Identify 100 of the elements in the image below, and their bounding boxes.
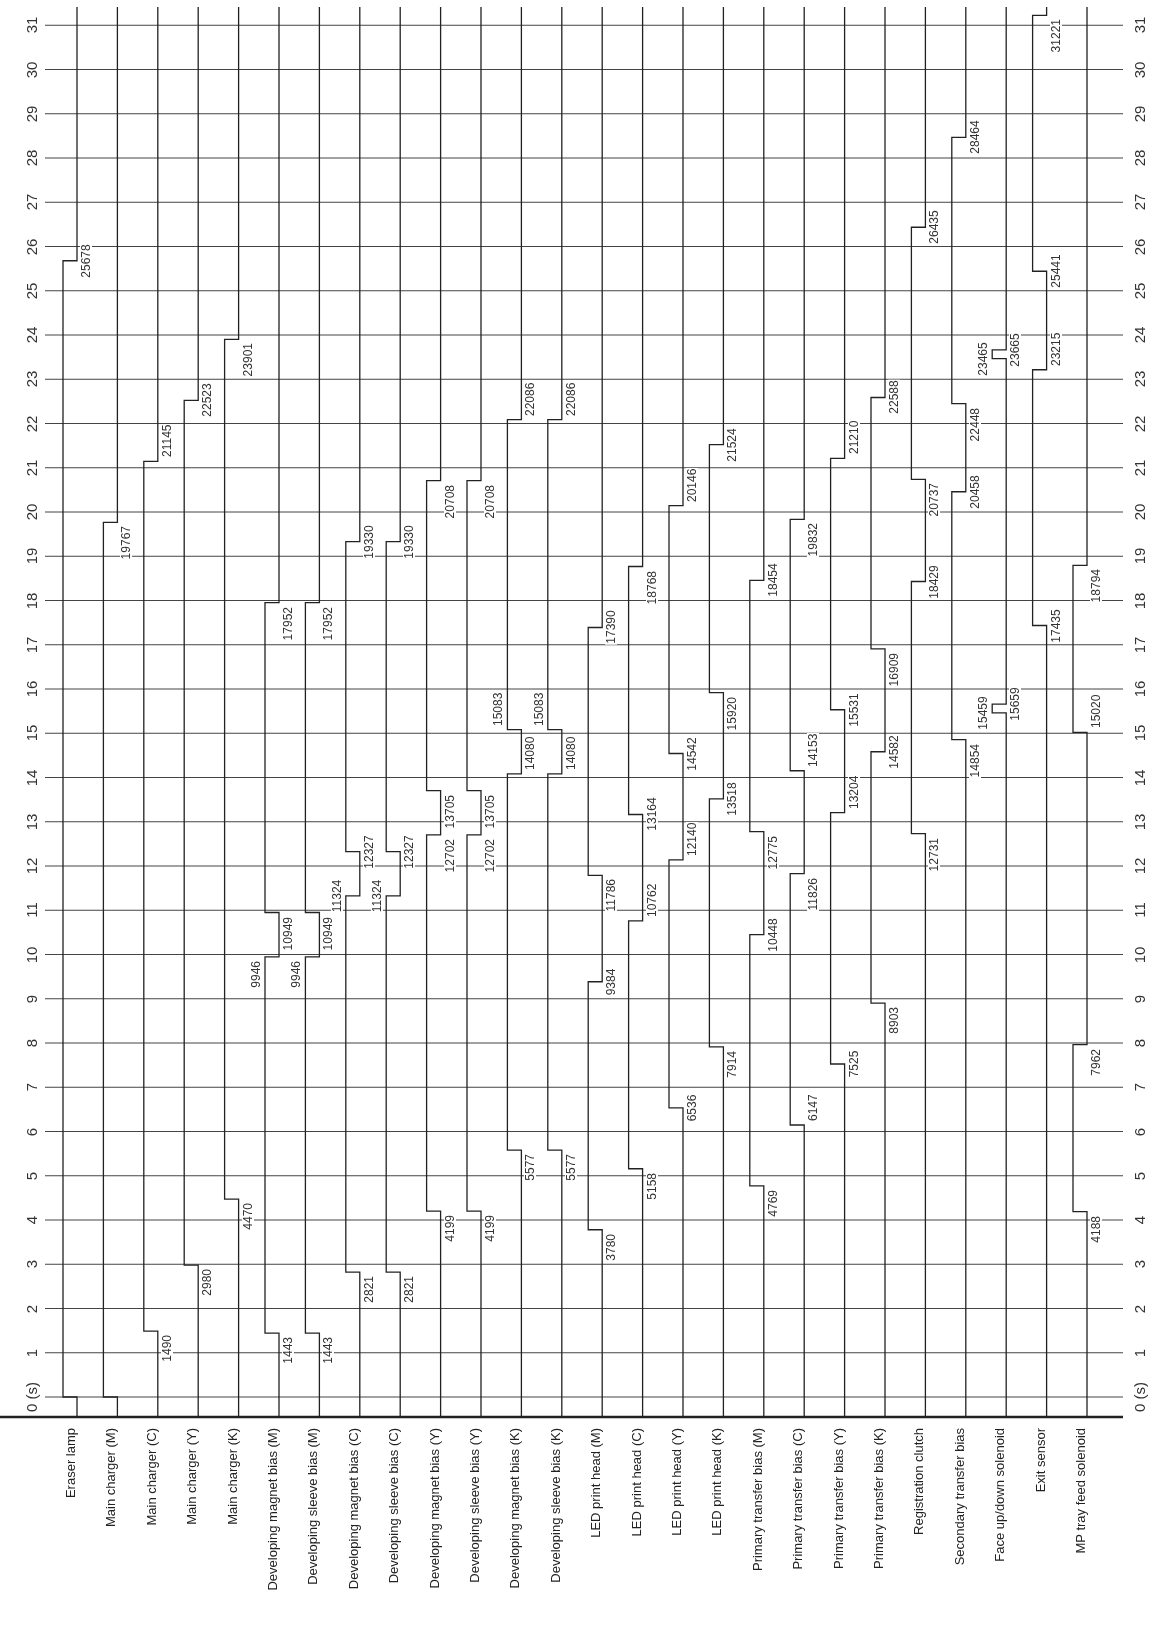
tick-label: 16 <box>23 680 39 698</box>
time-value: 9384 <box>605 967 618 997</box>
time-value: 1443 <box>282 1336 294 1365</box>
tick-label: 0 (s) <box>23 1382 39 1412</box>
signal-name: Eraser lamp <box>63 1428 77 1499</box>
time-value: 12702 <box>443 837 456 874</box>
tick-label: 26 <box>1131 238 1147 255</box>
tick-label: 10 <box>1131 946 1147 963</box>
signal-name: Main charger (K) <box>225 1428 239 1525</box>
time-value: 7914 <box>726 1049 739 1079</box>
tick-label: 19 <box>1131 547 1147 565</box>
time-value: 12140 <box>686 821 698 857</box>
time-value: 21145 <box>160 423 173 459</box>
time-value: 23665 <box>1009 332 1022 368</box>
time-value: 2980 <box>201 1268 214 1297</box>
time-value: 15659 <box>1009 686 1022 722</box>
time-value: 5577 <box>564 1153 577 1182</box>
signal-name: MP tray feed solenoid <box>1073 1428 1087 1554</box>
tick-label: 5 <box>23 1171 39 1180</box>
signal-name: Developing sleeve bias (K) <box>548 1428 562 1583</box>
tick-label: 23 <box>1131 370 1147 388</box>
tick-label: 17 <box>1131 636 1147 654</box>
time-value: 11324 <box>330 878 343 914</box>
tick-label: 12 <box>1131 857 1147 875</box>
time-value: 19330 <box>362 523 375 560</box>
tick-label: 20 <box>1131 503 1147 521</box>
time-value: 18429 <box>928 563 941 600</box>
time-value: 26435 <box>928 209 941 245</box>
signal-name: Registration clutch <box>911 1428 925 1535</box>
tick-label: 2 <box>1131 1304 1147 1313</box>
time-value: 15920 <box>726 695 739 731</box>
time-value: 22086 <box>564 381 577 417</box>
tick-label: 27 <box>1131 193 1147 211</box>
time-value: 2821 <box>362 1275 375 1304</box>
time-value: 15020 <box>1090 694 1102 730</box>
time-value: 12775 <box>766 834 779 871</box>
time-value: 23901 <box>241 342 254 378</box>
signal-name: Secondary transfer bias <box>952 1428 966 1566</box>
time-value: 25441 <box>1049 253 1062 289</box>
tick-label: 21 <box>1131 459 1147 477</box>
time-value: 14080 <box>524 735 537 771</box>
time-value: 1443 <box>322 1336 335 1365</box>
time-value: 12731 <box>928 836 941 872</box>
tick-label: 3 <box>1131 1260 1147 1269</box>
tick-label: 11 <box>1131 902 1147 919</box>
time-value: 18454 <box>766 562 779 599</box>
tick-label: 8 <box>23 1038 39 1048</box>
signal-name: LED print head (Y) <box>669 1428 683 1536</box>
tick-label: 8 <box>1131 1038 1147 1048</box>
signal-name: Developing magnet bias (K) <box>507 1428 521 1589</box>
time-value: 20146 <box>686 467 698 503</box>
time-value: 1490 <box>160 1334 173 1363</box>
tick-label: 27 <box>23 193 39 211</box>
tick-label: 21 <box>23 459 39 477</box>
tick-label: 29 <box>1131 105 1147 123</box>
time-value: 9946 <box>250 959 262 989</box>
time-value: 4199 <box>484 1214 496 1243</box>
tick-label: 2 <box>23 1304 39 1313</box>
time-value: 7525 <box>847 1049 860 1079</box>
time-value: 25678 <box>80 243 92 279</box>
signal-name: Developing sleeve bias (C) <box>386 1428 400 1584</box>
time-value: 23215 <box>1049 331 1062 367</box>
time-value: 18794 <box>1090 568 1102 604</box>
time-value: 17435 <box>1049 607 1062 644</box>
tick-label: 28 <box>23 149 39 167</box>
time-value: 15531 <box>847 692 860 728</box>
signal-name: Main charger (M) <box>103 1428 117 1527</box>
tick-label: 4 <box>1131 1215 1147 1225</box>
signal-name: Developing sleeve bias (Y) <box>467 1428 481 1583</box>
time-value: 20708 <box>443 483 456 520</box>
tick-label: 7 <box>23 1083 39 1092</box>
time-value: 5577 <box>524 1153 537 1182</box>
tick-label: 30 <box>23 61 39 78</box>
time-value: 16909 <box>888 651 900 688</box>
time-value: 7962 <box>1090 1047 1102 1077</box>
time-value: 17390 <box>605 609 618 646</box>
time-value: 13705 <box>484 793 496 829</box>
tick-label: 11 <box>23 902 39 919</box>
signal-name: Face up/down solenoid <box>992 1428 1006 1562</box>
tick-label: 10 <box>23 946 39 963</box>
time-value: 11786 <box>605 878 618 913</box>
time-value: 13518 <box>726 781 739 817</box>
time-value: 4188 <box>1090 1214 1102 1244</box>
time-value: 21210 <box>847 420 860 456</box>
time-value: 20737 <box>928 482 941 518</box>
tick-label: 3 <box>23 1260 39 1269</box>
time-value: 11826 <box>807 876 820 912</box>
time-value: 13164 <box>645 796 658 833</box>
time-value: 17952 <box>322 605 335 641</box>
tick-label: 13 <box>23 813 39 831</box>
signal-name: Primary transfer bias (M) <box>750 1428 764 1572</box>
tick-label: 1 <box>1131 1348 1147 1357</box>
time-value: 13204 <box>847 774 860 810</box>
tick-label: 17 <box>23 636 39 654</box>
tick-label: 22 <box>1131 415 1147 432</box>
signal-name: LED print head (K) <box>709 1428 723 1536</box>
tick-label: 22 <box>23 415 39 432</box>
time-value: 4769 <box>766 1188 779 1218</box>
signal-name: LED print head (C) <box>629 1428 643 1537</box>
signal-name: LED print head (M) <box>588 1428 602 1538</box>
